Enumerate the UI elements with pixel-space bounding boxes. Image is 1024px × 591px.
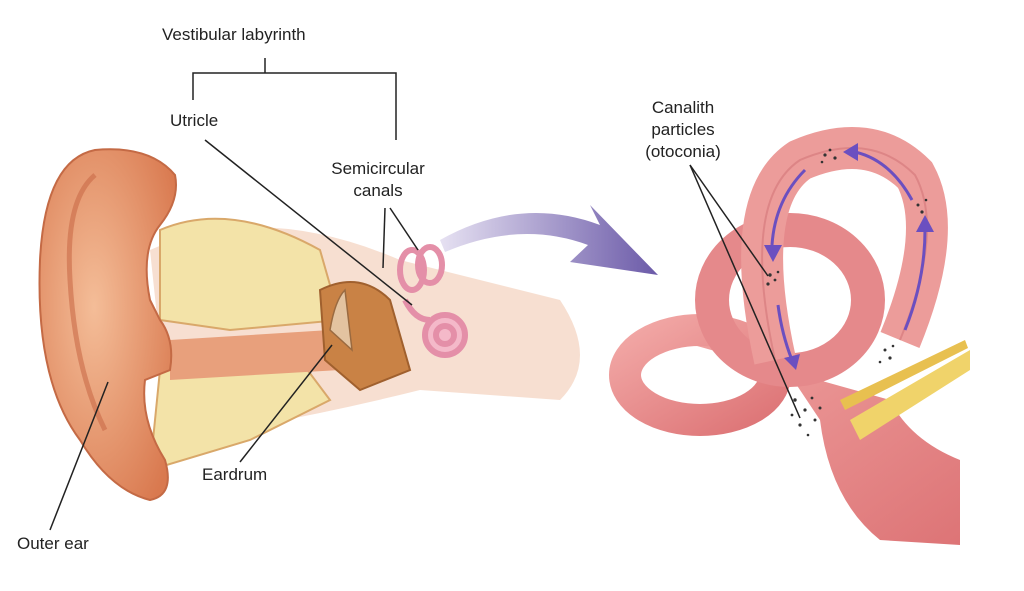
label-line: particles bbox=[651, 120, 715, 139]
label-line: Canalith bbox=[651, 98, 715, 117]
enlarged-labyrinth bbox=[609, 127, 970, 545]
label-canalith-particles: Canalith particles (otoconia) bbox=[623, 97, 743, 163]
small-labyrinth bbox=[397, 244, 468, 358]
eardrum-shape bbox=[329, 288, 353, 352]
ear-cross-section bbox=[148, 217, 580, 472]
label-line: Semicircular bbox=[331, 159, 425, 178]
leader-lines bbox=[49, 58, 801, 531]
label-eardrum: Eardrum bbox=[202, 465, 268, 484]
nerve bbox=[850, 350, 970, 440]
flow-arrows bbox=[770, 150, 927, 361]
label-line: (otoconia) bbox=[645, 142, 721, 161]
label-outer-ear: Outer ear bbox=[17, 534, 89, 553]
arrow-heads bbox=[764, 143, 934, 370]
magnify-arrow bbox=[440, 205, 658, 275]
label-vestibular-labyrinth: Vestibular labyrinth bbox=[162, 25, 306, 44]
label-semicircular-canals: Semicircular canals bbox=[318, 158, 438, 202]
label-line: canals bbox=[353, 181, 403, 200]
label-utricle: Utricle bbox=[170, 111, 219, 130]
outer-ear-shape bbox=[38, 148, 177, 502]
otoconia-particles bbox=[766, 148, 928, 437]
